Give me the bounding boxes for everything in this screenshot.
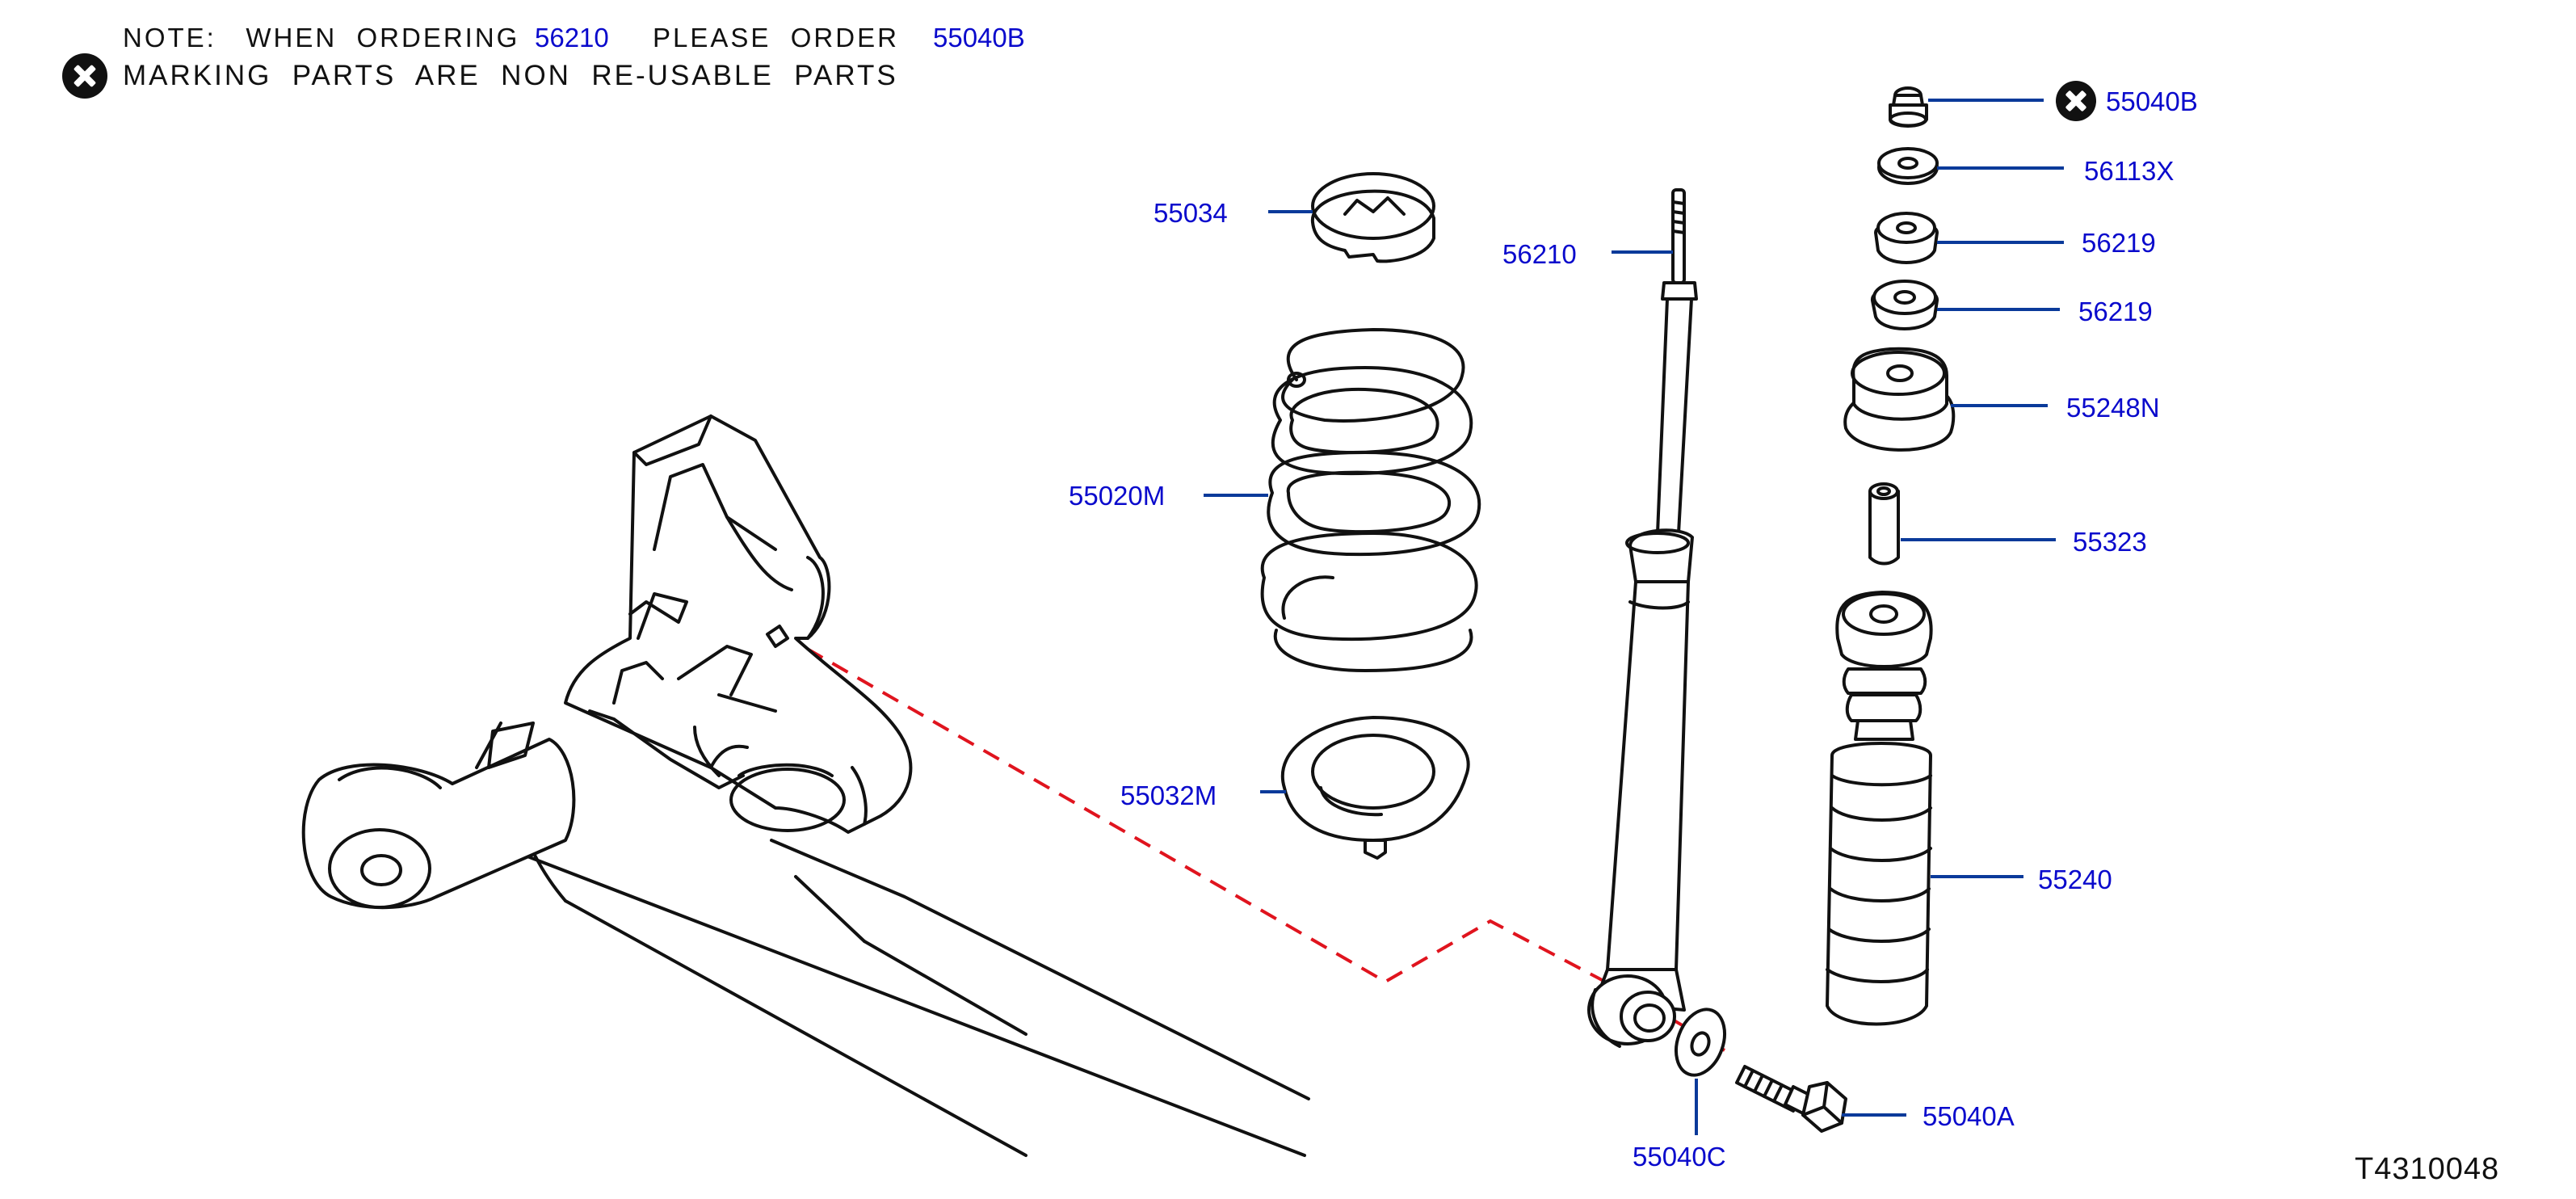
coil-spring-55020M <box>1260 328 1481 672</box>
note-part-link-55040b[interactable]: 55040B <box>933 23 1025 53</box>
callout-55248N[interactable]: 55248N <box>2066 393 2160 423</box>
bump-stop-boot-55240 <box>1826 591 1933 1026</box>
leader-lines <box>1204 99 2064 1135</box>
shock-absorber-56210 <box>1587 188 1698 1048</box>
note-prefix: NOTE: WHEN ORDERING <box>123 23 520 53</box>
spacer-55323 <box>1868 482 1900 566</box>
washer-56113X <box>1877 147 1939 185</box>
callout-55323[interactable]: 55323 <box>2073 527 2147 557</box>
callout-56210[interactable]: 56210 <box>1502 239 1577 269</box>
bushing-56219-upper <box>1874 212 1939 264</box>
drawing-code: T4310048 <box>2355 1152 2500 1186</box>
note-part-link-56210[interactable]: 56210 <box>535 23 609 53</box>
callout-55032M[interactable]: 55032M <box>1120 780 1217 810</box>
callout-56219-upper[interactable]: 56219 <box>2082 228 2156 258</box>
callout-55240[interactable]: 55240 <box>2038 865 2112 894</box>
callout-56219-lower[interactable]: 56219 <box>2078 297 2153 326</box>
bushing-56219-lower <box>1871 280 1939 330</box>
upper-spring-seat-55034 <box>1310 172 1435 263</box>
callout-55040B[interactable]: 55040B <box>2106 86 2198 116</box>
nut-55040B <box>1889 86 1928 128</box>
x-circle-icon <box>2056 81 2096 121</box>
rear-axle-beam <box>301 414 1310 1157</box>
bolt-55040A <box>1735 1065 1847 1133</box>
callout-56113X[interactable]: 56113X <box>2084 156 2175 186</box>
mount-55248N <box>1843 347 1956 452</box>
x-circle-icon <box>62 53 107 99</box>
callout-55040C[interactable]: 55040C <box>1633 1142 1726 1172</box>
callout-55020M[interactable]: 55020M <box>1069 481 1166 511</box>
callout-55040A[interactable]: 55040A <box>1923 1101 2015 1131</box>
lower-spring-seat-55032M <box>1280 716 1470 860</box>
washer-55040C <box>1675 1008 1726 1077</box>
callout-55034[interactable]: 55034 <box>1154 198 1228 228</box>
note-middle: PLEASE ORDER <box>653 23 899 53</box>
alignment-guide-line <box>781 633 1726 1052</box>
note-marking-text: MARKING PARTS ARE NON RE-USABLE PARTS <box>123 60 898 91</box>
